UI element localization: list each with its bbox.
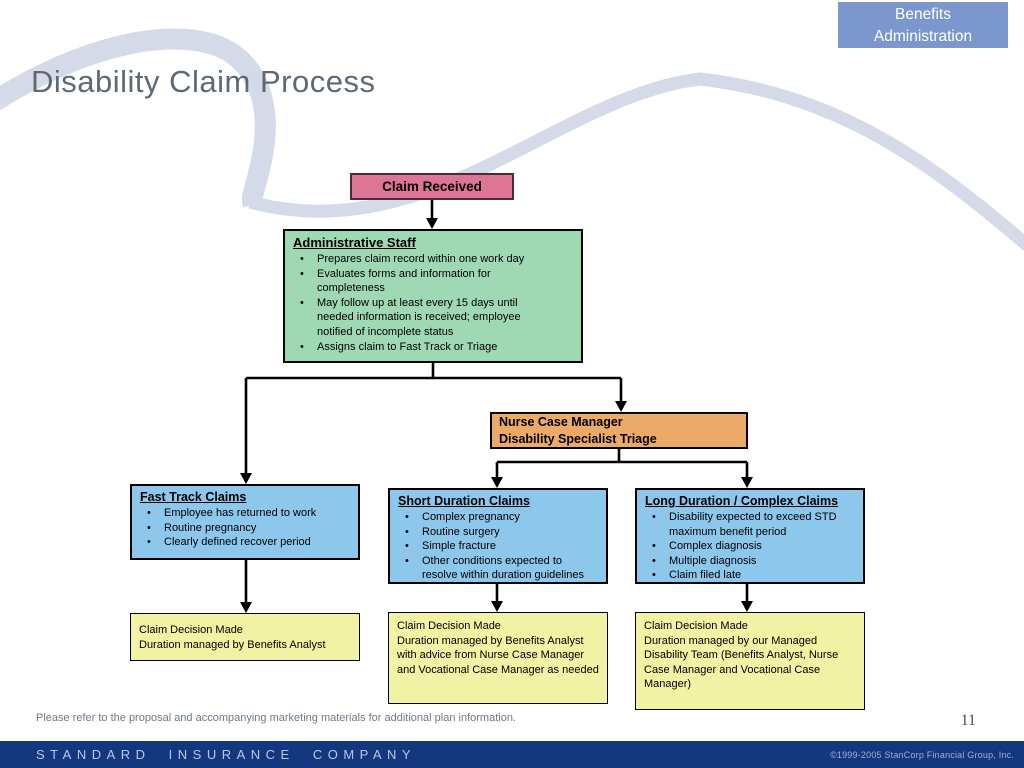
bullet-item: May follow up at least every 15 days unt…: [293, 296, 573, 340]
short-duration-bullet-list: Complex pregnancy Routine surgery Simple…: [398, 510, 598, 583]
bullet-item: Employee has returned to work: [140, 506, 350, 521]
decision-line1: Claim Decision Made: [397, 620, 501, 632]
bullet-item: Simple fracture: [398, 539, 598, 554]
bullet-item: Multiple diagnosis: [645, 554, 855, 569]
decision-line2: Duration managed by Benefits Analyst: [139, 638, 326, 651]
connector-triage-branch: [491, 449, 753, 488]
flow-node-nurse-triage: Nurse Case Manager Disability Specialist…: [490, 412, 748, 449]
bullet-item: Clearly defined recover period: [140, 535, 350, 550]
flow-node-claim-received: Claim Received: [350, 173, 514, 200]
bullet-item: Complex diagnosis: [645, 539, 855, 554]
bullet-item: Claim filed late: [645, 568, 855, 583]
nurse-triage-line1: Nurse Case Manager: [499, 415, 623, 429]
connector-long-to-decision: [741, 584, 753, 612]
flow-node-decision-short: Claim Decision Made Duration managed by …: [388, 612, 608, 704]
bullet-item: Disability expected to exceed STD maximu…: [645, 510, 855, 539]
bullet-item: Evaluates forms and information for comp…: [293, 267, 573, 296]
flow-node-decision-long: Claim Decision Made Duration managed by …: [635, 612, 865, 710]
connector-claim-to-admin: [426, 200, 438, 229]
flow-node-fast-track: Fast Track Claims Employee has returned …: [130, 484, 360, 560]
decision-line1: Claim Decision Made: [139, 624, 243, 636]
claim-received-label: Claim Received: [382, 179, 482, 194]
page-number: 11: [960, 712, 976, 729]
copyright-notice: ©1999-2005 StanCorp Financial Group, Inc…: [830, 749, 1014, 760]
node-title: Fast Track Claims: [140, 490, 247, 504]
bullet-item: Complex pregnancy: [398, 510, 598, 525]
connector-short-to-decision: [491, 584, 503, 612]
decision-line2: Duration managed by Benefits Analyst wit…: [397, 634, 599, 676]
decision-line2: Duration managed by our Managed Disabili…: [644, 634, 839, 691]
fast-track-bullet-list: Employee has returned to work Routine pr…: [140, 506, 350, 550]
bullet-item: Other conditions expected to resolve wit…: [398, 554, 598, 583]
page-title: Disability Claim Process: [31, 64, 376, 99]
long-duration-bullet-list: Disability expected to exceed STD maximu…: [645, 510, 855, 583]
footer-bar: STANDARD INSURANCE COMPANY ©1999-2005 St…: [0, 741, 1024, 768]
decision-line1: Claim Decision Made: [644, 620, 748, 632]
bullet-item: Routine pregnancy: [140, 521, 350, 536]
company-name: STANDARD INSURANCE COMPANY: [36, 747, 417, 762]
bullet-item: Assigns claim to Fast Track or Triage: [293, 340, 573, 355]
node-title: Short Duration Claims: [398, 494, 530, 508]
flow-node-long-duration: Long Duration / Complex Claims Disabilit…: [635, 488, 865, 584]
node-title: Long Duration / Complex Claims: [645, 494, 839, 508]
connector-admin-branch: [240, 363, 627, 484]
bullet-item: Prepares claim record within one work da…: [293, 252, 573, 267]
corner-tag-line2: Administration: [873, 28, 973, 45]
benefits-administration-tag: Benefits Administration: [838, 2, 1008, 48]
flow-node-decision-fast: Claim Decision Made Duration managed by …: [130, 613, 360, 661]
flow-node-short-duration: Short Duration Claims Complex pregnancy …: [388, 488, 608, 584]
admin-staff-bullet-list: Prepares claim record within one work da…: [293, 252, 573, 354]
corner-tag-line1: Benefits: [894, 6, 951, 23]
flow-node-administrative-staff: Administrative Staff Prepares claim reco…: [283, 229, 583, 363]
nurse-triage-line2: Disability Specialist Triage: [499, 431, 657, 446]
decorative-swoosh: [0, 28, 1024, 251]
footer-note: Please refer to the proposal and accompa…: [36, 712, 516, 724]
connector-fast-to-decision: [240, 560, 252, 613]
node-title: Administrative Staff: [293, 235, 416, 250]
bullet-item: Routine surgery: [398, 525, 598, 540]
